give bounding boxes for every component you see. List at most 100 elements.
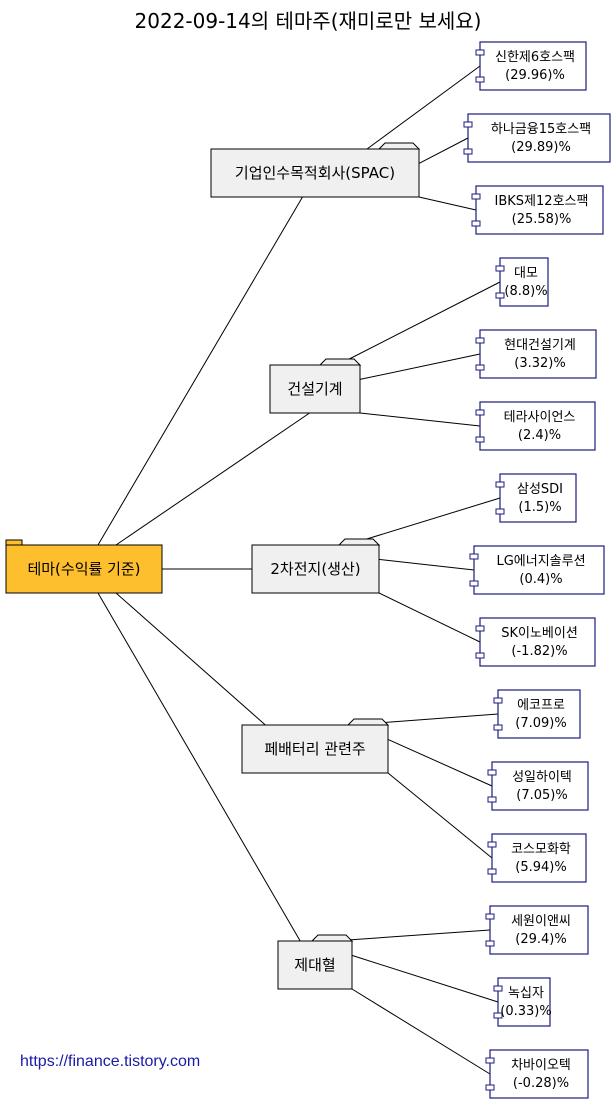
component-pin-icon <box>469 580 479 587</box>
connector-line <box>418 137 469 164</box>
stock-component: 현대건설기계 (3.32)% <box>475 329 597 379</box>
connector-line <box>333 929 491 942</box>
stock-box <box>499 473 577 523</box>
stock-name: 에코프로 <box>517 698 565 713</box>
stock-box <box>479 617 596 667</box>
component-pin-icon <box>485 913 495 920</box>
component-pin-icon <box>493 1012 503 1019</box>
theme-folder-box <box>241 724 389 774</box>
component-pin-icon <box>487 841 497 848</box>
component-pin-icon <box>475 652 485 659</box>
nodes: 테마(수익률 기준) 기업인수목적회사(SPAC) 신한제6호스팩 (29.96)% 하… <box>5 41 611 1099</box>
connector-line <box>387 772 493 859</box>
connector-line <box>418 196 477 211</box>
stock-return: (29.96)% <box>505 68 565 83</box>
stock-box <box>497 977 551 1027</box>
stock-name: 신한제6호스팩 <box>495 50 575 65</box>
theme-folder-tab <box>310 934 354 942</box>
stock-return: (8.8)% <box>504 284 547 299</box>
theme-folder: 2차전지(생산) <box>251 538 381 594</box>
root-node: 테마(수익률 기준) <box>5 539 163 594</box>
component-pin-icon <box>493 697 503 704</box>
theme-folder-tab <box>377 142 421 150</box>
stock-name: 삼성SDI <box>517 482 563 497</box>
stock-return: (29.4)% <box>515 932 566 947</box>
stock-return: (7.05)% <box>516 788 567 803</box>
stock-component: IBKS제12호스팩(25.58)% <box>471 185 604 235</box>
theme-folder-tab <box>318 358 362 366</box>
connector-line <box>347 497 501 546</box>
stock-box <box>467 113 611 163</box>
stock-box <box>475 185 604 235</box>
stock-return: (3.32)% <box>514 356 565 371</box>
stock-box <box>479 401 596 451</box>
component-pin-icon <box>471 193 481 200</box>
theme-folder: 건설기계 <box>269 358 362 414</box>
stock-box <box>491 761 589 811</box>
footer-link[interactable]: https://finance.tistory.com <box>20 1053 201 1070</box>
theme-folder: 페배터리 관련주 <box>241 718 390 774</box>
component-pin-icon <box>463 121 473 128</box>
stock-name: SK이노베이션 <box>501 626 578 641</box>
component-pin-icon <box>495 292 505 299</box>
component-pin-icon <box>493 724 503 731</box>
connector-line <box>115 412 310 546</box>
stock-name: 현대건설기계 <box>504 338 576 353</box>
stock-return: (0.33)% <box>500 1004 551 1019</box>
component-pin-icon <box>495 508 505 515</box>
stock-component: 코스모화학(5.94)% <box>487 833 587 883</box>
stock-component: 세원이앤씨(29.4)% <box>485 905 589 955</box>
stock-component: 대모(8.8)% <box>495 257 549 307</box>
connector-line <box>359 353 481 380</box>
component-pin-icon <box>475 409 485 416</box>
theme-folder-box <box>210 148 420 198</box>
theme-folder: 제대혈 <box>277 934 354 990</box>
stock-component: 녹십자(0.33)% <box>493 977 552 1027</box>
theme-folder-box <box>251 544 380 594</box>
diagram-title: 2022-09-14의 테마주(재미로만 보세요) <box>135 9 482 33</box>
component-pin-icon <box>495 265 505 272</box>
stock-box <box>479 41 587 91</box>
theme-folder-tab <box>346 718 390 726</box>
root-folder-tab <box>5 539 23 546</box>
component-pin-icon <box>475 337 485 344</box>
stock-component: LG에너지솔루션(0.4)% <box>469 545 605 595</box>
stock-box <box>479 329 597 379</box>
theme-label: 기업인수목적회사(SPAC) <box>235 164 395 182</box>
stock-component: SK이노베이션 (-1.82)% <box>475 617 596 667</box>
stock-name: 하나금융15호스팩 <box>491 122 591 137</box>
stock-component: 테라사이언스(2.4)% <box>475 401 596 451</box>
theme-label: 2차전지(생산) <box>270 560 360 578</box>
component-pin-icon <box>471 220 481 227</box>
stock-return: (29.89)% <box>511 140 571 155</box>
component-pin-icon <box>487 796 497 803</box>
connector-line <box>378 592 481 643</box>
component-pin-icon <box>463 148 473 155</box>
stock-name: 코스모화학 <box>511 842 571 857</box>
stock-return: (-1.82)% <box>511 644 567 659</box>
stock-name: 테라사이언스 <box>504 410 576 425</box>
theme-folder-box <box>269 364 361 414</box>
stock-return: (7.09)% <box>515 716 566 731</box>
connector-line <box>366 65 481 150</box>
stock-component: 에코프로 (7.09)% <box>493 689 581 739</box>
stock-box <box>489 905 589 955</box>
stock-box <box>489 1049 589 1099</box>
stock-box <box>491 833 587 883</box>
component-pin-icon <box>485 940 495 947</box>
theme-label: 페배터리 관련주 <box>264 740 365 758</box>
connector-line <box>351 954 499 1003</box>
component-pin-icon <box>487 868 497 875</box>
component-pin-icon <box>475 76 485 83</box>
stock-component: 하나금융15호스팩 (29.89)% <box>463 113 611 163</box>
stock-component: 신한제6호스팩 (29.96)% <box>475 41 587 91</box>
component-pin-icon <box>485 1057 495 1064</box>
root-label: 테마(수익률 기준) <box>27 560 140 578</box>
stock-box <box>473 545 605 595</box>
stock-box <box>497 689 581 739</box>
stock-component: 삼성SDI(1.5)% <box>495 473 577 523</box>
component-pin-icon <box>475 364 485 371</box>
stock-box <box>499 257 549 307</box>
connector-line <box>351 988 491 1075</box>
